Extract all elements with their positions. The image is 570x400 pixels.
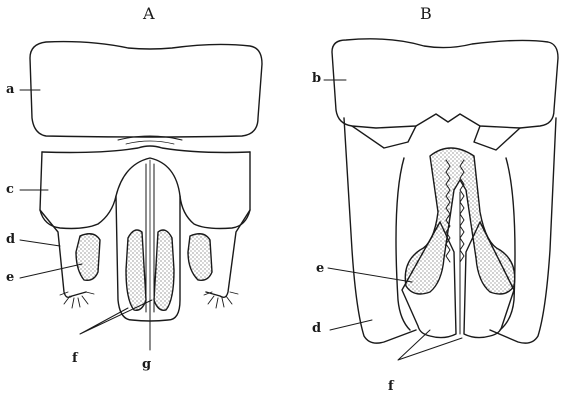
shoulder-left xyxy=(352,126,416,148)
lateral-appendage-left xyxy=(76,234,100,281)
leader-e-b xyxy=(328,268,412,282)
label-d-b: d xyxy=(312,322,321,335)
label-d: d xyxy=(6,233,15,246)
label-e-b: e xyxy=(316,262,324,275)
segment-b-outline xyxy=(332,39,558,128)
panel-b-drawing xyxy=(324,39,558,360)
segment-a-c-seam xyxy=(42,146,250,153)
leader-f xyxy=(80,300,152,334)
label-b: b xyxy=(312,72,321,85)
label-c: c xyxy=(6,183,14,196)
leader-d xyxy=(20,240,60,246)
label-g: g xyxy=(142,358,151,371)
label-f: f xyxy=(72,352,78,365)
segment-c-right xyxy=(180,152,250,229)
panel-a-drawing xyxy=(20,42,262,350)
median-notch-inner xyxy=(126,141,174,144)
segment-d-right-outline xyxy=(490,118,556,343)
leader-f-b xyxy=(398,330,462,360)
lateral-appendage-right xyxy=(188,234,212,281)
inner-valve-right xyxy=(154,230,174,310)
leader-e xyxy=(20,264,82,278)
shoulder-right xyxy=(474,126,520,150)
segment-d-left-outline xyxy=(344,118,416,343)
segment-c-left xyxy=(40,152,116,229)
segment-d-right-inner xyxy=(500,158,515,330)
inner-valve-left xyxy=(126,230,146,310)
panel-b-title: B xyxy=(420,6,432,22)
hair-tip-right xyxy=(204,292,238,308)
label-a: a xyxy=(6,83,14,96)
segment-a-outline xyxy=(30,42,262,137)
label-f-b: f xyxy=(388,380,394,393)
panel-a-title: A xyxy=(143,6,155,22)
label-e: e xyxy=(6,271,14,284)
leader-d-b xyxy=(330,320,372,330)
